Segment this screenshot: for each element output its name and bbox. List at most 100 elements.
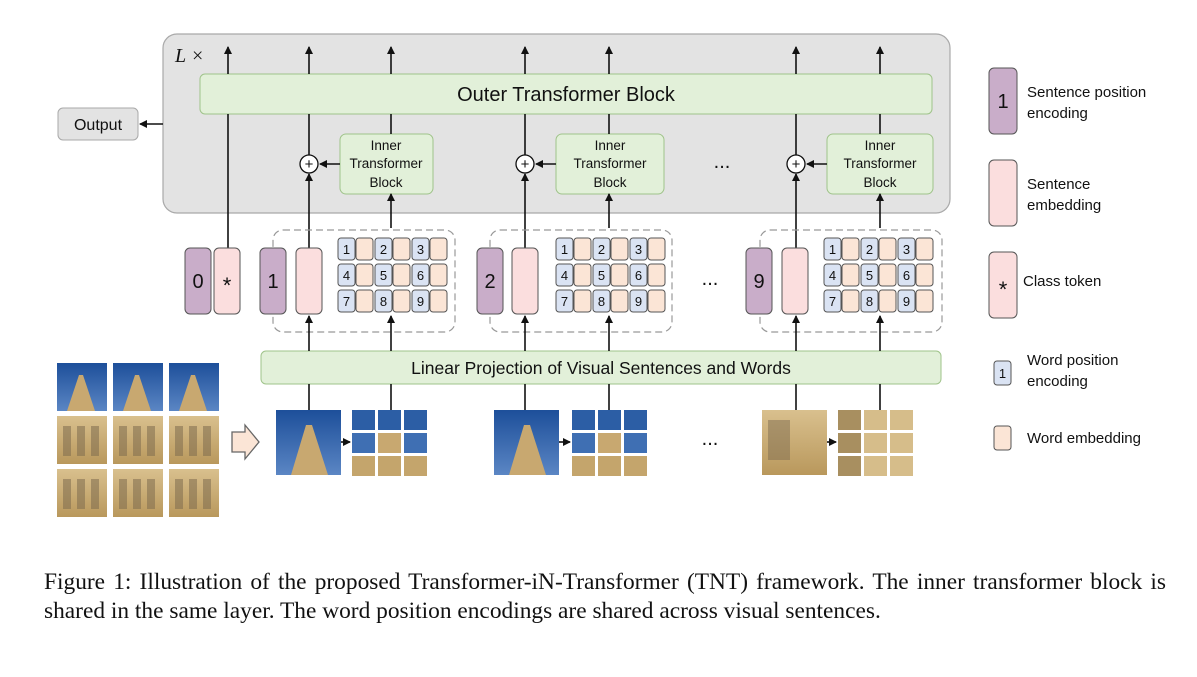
tnt-diagram: L × Outer Transformer Block Output Inner… [57,33,1146,517]
word-position-token [823,263,842,287]
inner-ellipsis: ... [714,151,731,173]
token-to-panel-lines [227,114,884,248]
word-patch [864,433,887,453]
word-embedding-token [878,263,897,287]
word-position-label: 6 [417,268,424,283]
word-position-token [592,289,611,313]
word-position-label: 7 [343,294,350,309]
inner-block-line1: Inner [371,138,402,153]
word-position-label: 6 [635,268,642,283]
word-position-label: 5 [866,268,873,283]
input-patch [57,363,107,411]
inner-group-1: Inner Transformer Block + [299,114,434,195]
word-position-token [411,237,430,261]
word-position-label: 2 [598,242,605,257]
word-embedding-token [429,237,448,261]
word-embedding-token [573,237,592,261]
word-position-label: 9 [635,294,642,309]
output-box [57,107,139,141]
word-position-token [592,263,611,287]
patch-pair [494,410,647,476]
word-embedding-token [610,263,629,287]
plus-symbol: + [521,156,530,173]
inner-block-line3: Block [369,175,402,190]
word-embedding-token [610,237,629,261]
word-position-token [897,237,916,261]
word-patch [378,433,401,453]
sentence-position-token [476,247,504,315]
word-patch [352,456,375,476]
legend-sentence-embedding-line2: embedding [1027,197,1101,214]
word-position-token [897,289,916,313]
inner-block-line3: Block [593,175,626,190]
sentence-group-dashed-frame [759,229,943,333]
word-position-label: 7 [829,294,836,309]
word-patch [378,410,401,430]
word-embedding-token [841,263,860,287]
sentence-position-token [745,247,773,315]
word-position-token [860,289,879,313]
word-patch [838,433,861,453]
inner-block-line1: Inner [595,138,626,153]
sentence-position-label: 9 [753,271,764,293]
sentence-group-dashed-frame [489,229,673,333]
legend-sentence-embedding-line1: Sentence [1027,176,1090,193]
legend-sentence-position-line1: Sentence position [1027,84,1146,101]
word-position-token [823,237,842,261]
sentence-group-dashed-frame [272,229,456,333]
word-patch [598,410,621,430]
word-patch [624,410,647,430]
word-patch [864,410,887,430]
word-embedding-token [392,237,411,261]
legend-word-position-line2: encoding [1027,373,1088,390]
layer-multiplier-label: L × [174,45,204,67]
word-position-label: 8 [866,294,873,309]
word-patch [838,410,861,430]
word-embedding-token [878,237,897,261]
word-position-token [337,289,356,313]
word-embedding-token [841,289,860,313]
word-position-token [411,289,430,313]
word-position-label: 1 [561,242,568,257]
class-token-group: 0 * [184,247,241,315]
legend-sentence-position-symbol: 1 [997,91,1008,113]
sentence-embedding-token [781,247,809,315]
image-up-lines [308,384,881,410]
word-position-label: 4 [343,268,350,283]
top-output-arrows [224,46,884,74]
word-position-label: 1 [343,242,350,257]
legend-word-position-swatch [993,360,1012,386]
sentence-embedding-token [295,247,323,315]
word-patch [352,410,375,430]
word-position-token [823,289,842,313]
word-position-token [337,263,356,287]
class-token [213,247,241,315]
word-position-token [860,263,879,287]
word-embedding-token [841,237,860,261]
legend-sentence-position-swatch [988,67,1018,135]
word-patch [572,410,595,430]
word-patch [624,456,647,476]
word-embedding-token [392,289,411,313]
projection-up-arrows [305,315,884,351]
word-patch [890,410,913,430]
word-position-label: 8 [380,294,387,309]
word-patch [572,433,595,453]
word-patch [624,433,647,453]
legend-sentence-position-line2: encoding [1027,105,1088,122]
word-position-token [555,237,574,261]
word-embedding-token [647,263,666,287]
legend-word-embedding-label: Word embedding [1027,430,1141,447]
inner-block-line2: Transformer [349,156,423,171]
class-token-symbol: * [223,273,232,298]
word-embedding-token [429,289,448,313]
word-position-label: 2 [380,242,387,257]
word-embedding-token [915,289,934,313]
sentence-position-token [184,247,212,315]
input-patch [57,416,107,464]
word-position-label: 7 [561,294,568,309]
word-embedding-token [647,289,666,313]
